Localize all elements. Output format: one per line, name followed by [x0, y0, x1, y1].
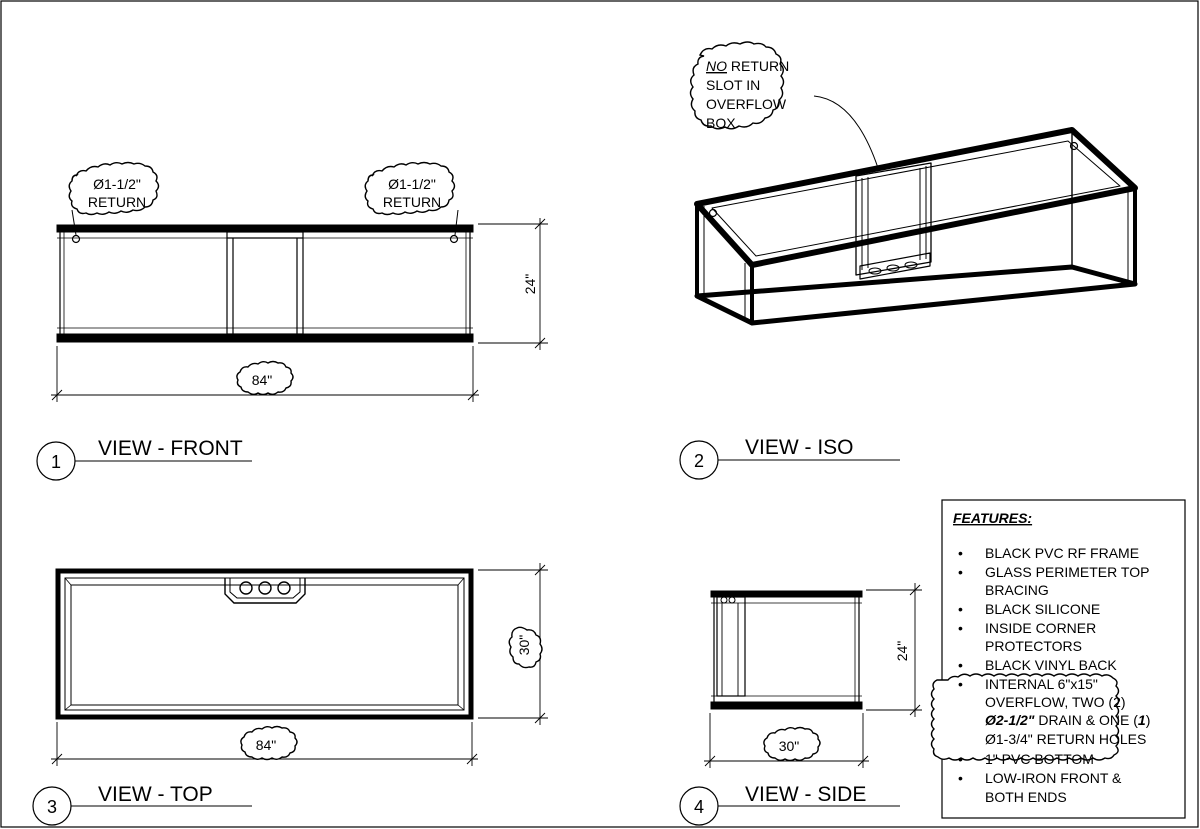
iso-view-number: 2 — [694, 451, 704, 471]
iso-callout-return: RETURN — [727, 58, 789, 74]
front-tank-outline — [56, 224, 474, 343]
side-depth-text: 30" — [779, 738, 800, 754]
feature-item-cont: BRACING — [985, 582, 1049, 598]
iso-view: NO RETURN SLOT IN OVERFLOW BOX 2 VIEW - … — [679, 41, 1138, 480]
feature-item-cont: PROTECTORS — [985, 638, 1082, 654]
front-view-number: 1 — [51, 452, 61, 472]
side-view-title: VIEW - SIDE — [745, 783, 866, 806]
feature-item: LOW-IRON FRONT & — [985, 770, 1122, 786]
iso-tank-outline — [694, 127, 1138, 326]
side-view: 24" 30" 4 VIEW - SIDE — [679, 583, 922, 826]
feature-item-cont: OVERFLOW, TWO (2) — [985, 694, 1126, 710]
front-height-dimension — [478, 218, 548, 350]
front-width-text: 84" — [252, 372, 273, 388]
feature-item: BLACK SILICONE — [985, 601, 1100, 617]
bullet: • — [958, 676, 963, 692]
iso-callout-line-1: NO RETURN — [706, 58, 789, 74]
front-return-left-label: RETURN — [88, 194, 146, 210]
feature-item: GLASS PERIMETER TOP — [985, 564, 1149, 580]
front-return-right-label: RETURN — [383, 194, 441, 210]
front-return-callout-right: Ø1-1/2" RETURN — [364, 161, 456, 216]
top-view-title: VIEW - TOP — [98, 783, 213, 806]
bullet: • — [958, 545, 963, 561]
drain-text: DRAIN & ONE ( — [1034, 712, 1138, 728]
side-view-number: 4 — [694, 797, 704, 817]
side-depth-dimension — [704, 713, 869, 768]
side-tank-outline — [710, 590, 863, 710]
bullet: • — [958, 564, 963, 580]
top-depth-text: 30" — [516, 635, 532, 656]
iso-callout-line-3: OVERFLOW — [706, 96, 787, 112]
bullet: • — [958, 620, 963, 636]
top-width-text: 84" — [256, 737, 277, 753]
features-border — [941, 499, 1186, 819]
front-width-cloud — [236, 360, 294, 396]
front-height-text: 24" — [522, 274, 538, 295]
top-tank-outline — [55, 568, 474, 720]
feature-item: BLACK PVC RF FRAME — [985, 545, 1139, 561]
front-return-leader-left — [71, 209, 77, 236]
iso-callout-emphasis: NO — [706, 58, 727, 74]
iso-callout-line-2: SLOT IN — [706, 77, 760, 93]
iso-callout-leader — [813, 95, 879, 169]
features-panel: FEATURES: • BLACK PVC RF FRAME • GLASS P… — [930, 499, 1186, 819]
side-depth-cloud — [763, 726, 821, 762]
feature-item: 1" PVC BOTTOM — [985, 751, 1094, 767]
feature-item-cont: BOTH ENDS — [985, 789, 1067, 805]
iso-callout-line-4: BOX — [706, 115, 736, 131]
drain-size: Ø2-1/2" — [985, 712, 1035, 728]
feature-item-cont: Ø1-3/4" RETURN HOLES — [985, 731, 1146, 747]
bullet: • — [958, 601, 963, 617]
top-depth-cloud — [508, 626, 543, 669]
front-view: Ø1-1/2" RETURN Ø1-1/2" RETURN 24" — [36, 161, 548, 481]
front-return-callout-left: Ø1-1/2" RETURN — [68, 161, 160, 216]
top-width-cloud — [240, 725, 298, 761]
feature-item: BLACK VINYL BACK — [985, 657, 1117, 673]
front-return-right-size: Ø1-1/2" — [388, 176, 436, 192]
top-view: 30" 84" 3 VIEW - TOP — [32, 563, 548, 826]
feature-item: INSIDE CORNER — [985, 620, 1096, 636]
top-view-number: 3 — [47, 797, 57, 817]
features-revision-cloud — [930, 673, 1120, 761]
feature-item-drain: Ø2-1/2" DRAIN & ONE (1) — [985, 712, 1150, 728]
return-count: 1 — [1138, 712, 1146, 728]
front-return-leader-right — [454, 209, 459, 236]
iso-view-title: VIEW - ISO — [745, 436, 854, 459]
front-return-left-size: Ø1-1/2" — [93, 176, 141, 192]
bullet: • — [958, 657, 963, 673]
front-width-dimension — [51, 346, 479, 402]
features-heading: FEATURES: — [953, 510, 1032, 526]
features-list: • BLACK PVC RF FRAME • GLASS PERIMETER T… — [958, 545, 1150, 805]
feature-item: INTERNAL 6"x15" — [985, 676, 1098, 692]
iso-callout-cloud — [689, 41, 785, 130]
bullet: • — [958, 770, 963, 786]
front-view-title: VIEW - FRONT — [98, 437, 243, 460]
side-height-text: 24" — [894, 641, 910, 662]
bullet: • — [958, 751, 963, 767]
drain-close: ) — [1146, 712, 1151, 728]
side-height-dimension — [866, 583, 922, 717]
